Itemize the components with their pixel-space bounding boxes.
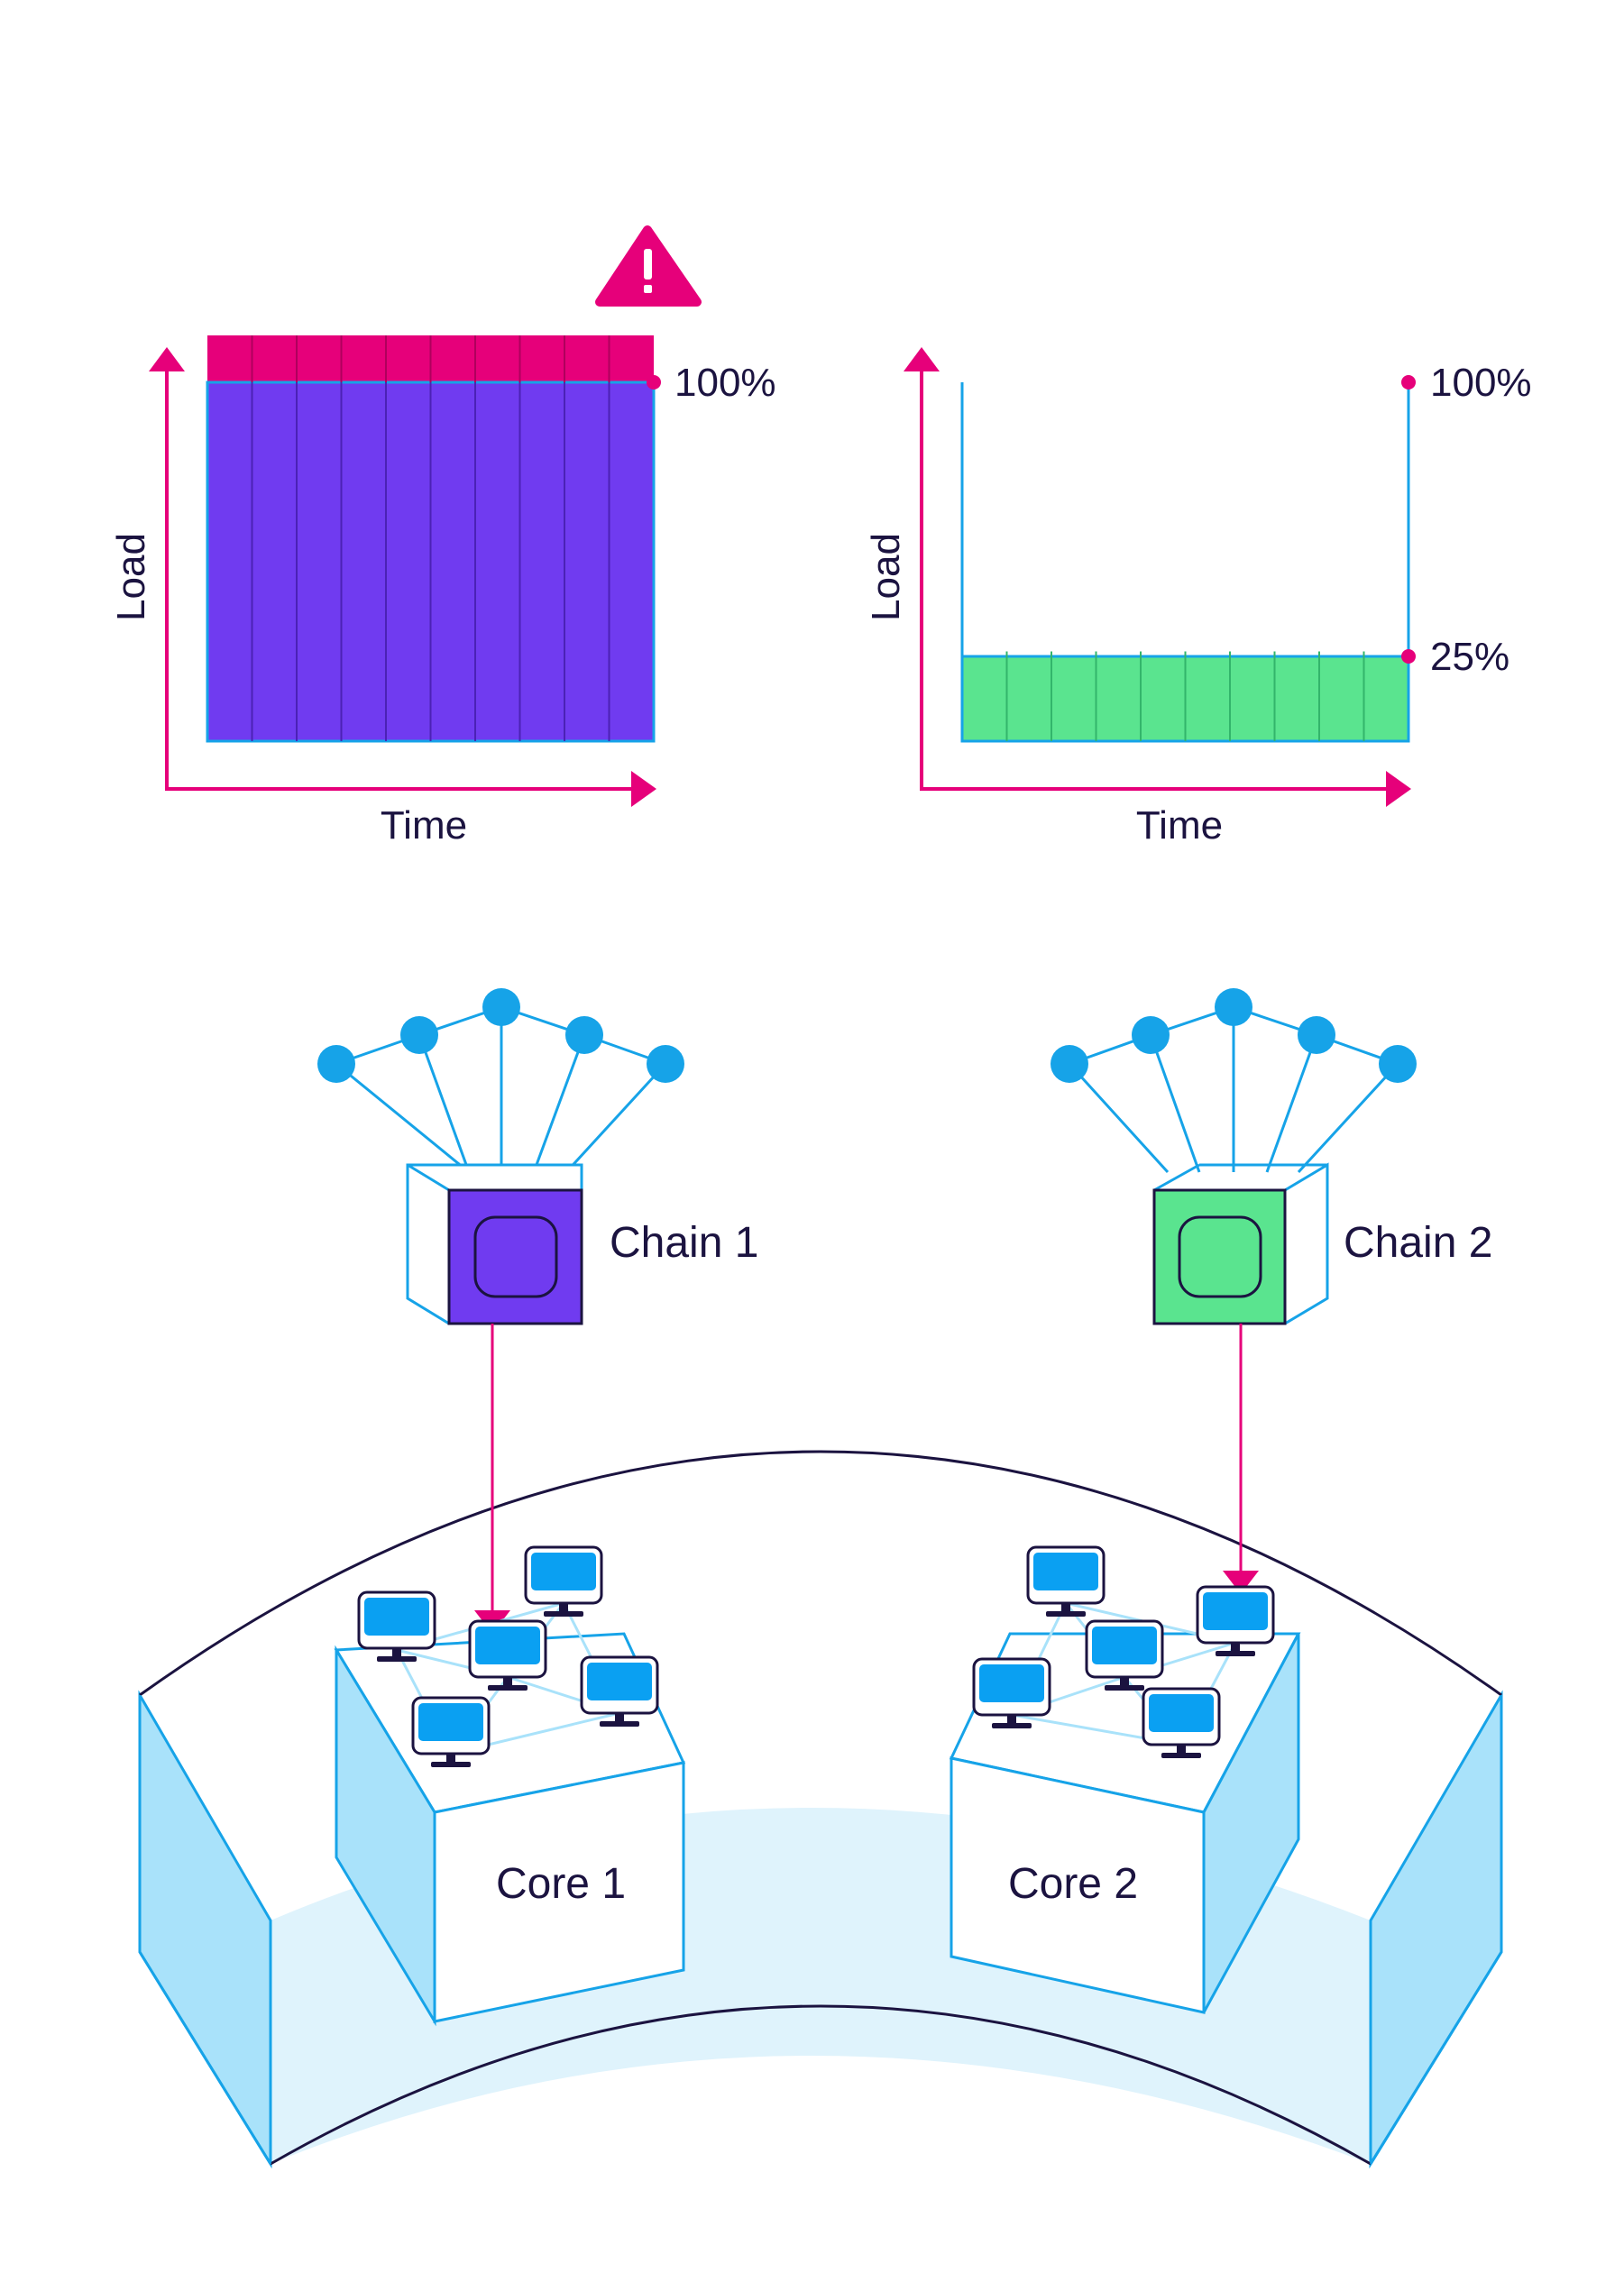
- x-axis: [920, 771, 1411, 807]
- computer-icon: [524, 1545, 603, 1617]
- warning-triangle-icon: [595, 225, 702, 307]
- level-marker: [647, 375, 661, 390]
- chain-1-arrow: [474, 1324, 510, 1634]
- x-axis: [165, 771, 656, 807]
- core-2-computers: [972, 1545, 1275, 1758]
- capacity-label: 100%: [1430, 361, 1532, 405]
- chain-2: Chain 2: [1051, 988, 1492, 1594]
- computer-icon: [1026, 1545, 1106, 1617]
- computer-icon: [1085, 1619, 1164, 1691]
- chain-2-label: Chain 2: [1344, 1219, 1492, 1267]
- computer-icon: [972, 1657, 1051, 1728]
- computer-icon: [1196, 1585, 1275, 1656]
- load-segments: [1005, 651, 1365, 741]
- computer-icon: [411, 1696, 491, 1767]
- computer-icon: [580, 1655, 659, 1727]
- overload-segments: [251, 335, 610, 382]
- x-axis-label: Time: [1136, 803, 1223, 848]
- core-1-label: Core 1: [496, 1860, 626, 1908]
- chain-1-label: Chain 1: [610, 1219, 758, 1267]
- y-axis: [904, 347, 940, 789]
- level-label: 25%: [1430, 635, 1509, 679]
- chain-1: Chain 1: [317, 988, 758, 1634]
- chain-2-network: [1068, 1005, 1399, 1174]
- capacity-marker: [1401, 375, 1416, 390]
- chain-2-nodes: [1051, 988, 1417, 1083]
- right-load-chart: 100% 25% Load Time: [864, 347, 1532, 848]
- chain-1-block: [406, 1163, 583, 1325]
- load-segments: [251, 382, 610, 741]
- computer-icon: [468, 1619, 547, 1691]
- core-1: Core 1: [334, 1545, 686, 2027]
- chain-1-network: [335, 1005, 667, 1174]
- core-2-label: Core 2: [1008, 1860, 1138, 1908]
- core-1-computers: [357, 1545, 659, 1767]
- computer-icon: [1142, 1687, 1221, 1758]
- y-axis-label: Load: [109, 533, 153, 621]
- x-axis-label: Time: [381, 803, 467, 848]
- left-load-chart: 100% Load Time: [109, 225, 776, 848]
- level-label: 100%: [674, 361, 776, 405]
- y-axis: [149, 347, 185, 789]
- chain-2-block: [1152, 1162, 1329, 1325]
- chain-1-nodes: [317, 988, 684, 1083]
- y-axis-label: Load: [864, 533, 908, 621]
- computer-icon: [357, 1590, 436, 1662]
- chain-2-arrow: [1223, 1324, 1259, 1594]
- level-marker: [1401, 649, 1416, 664]
- core-2: Core 2: [949, 1545, 1301, 2014]
